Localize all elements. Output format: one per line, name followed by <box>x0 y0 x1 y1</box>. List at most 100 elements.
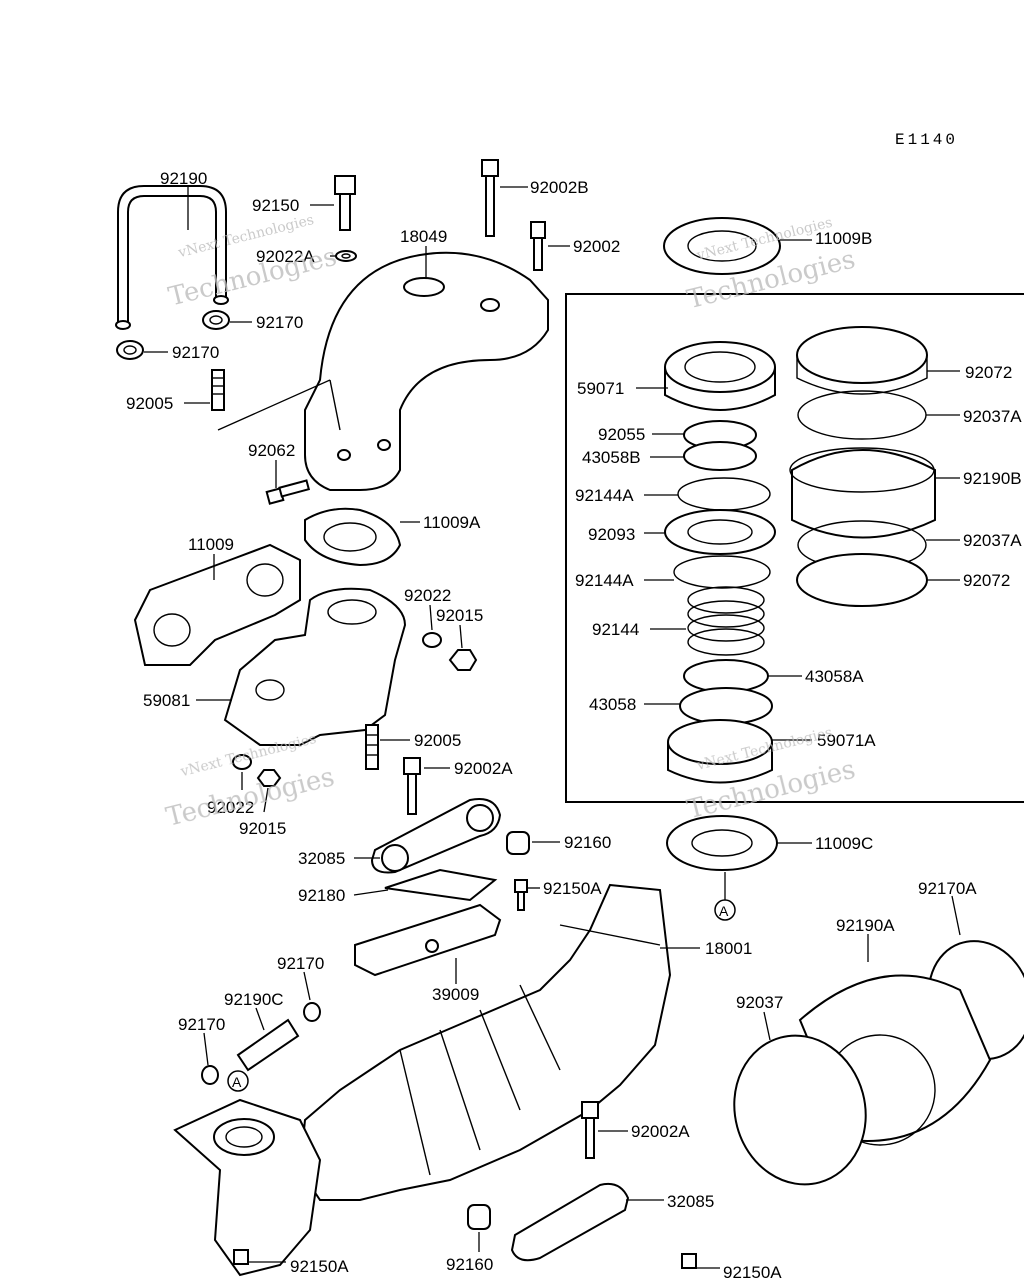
gasket-11009C <box>666 815 778 871</box>
label-92190B: 92190B <box>963 469 1022 488</box>
bolt-92150A-bottom-right <box>681 1253 697 1269</box>
label-92072-a: 92072 <box>965 363 1012 382</box>
label-32085-bottom: 32085 <box>667 1192 714 1211</box>
link-32085-top <box>370 798 502 874</box>
label-59071A: 59071A <box>817 731 876 750</box>
stack-59071 <box>664 341 776 411</box>
label-92037: 92037 <box>736 993 783 1012</box>
bolt-92062 <box>265 479 311 505</box>
label-92150A-bottom-right: 92150A <box>723 1263 782 1280</box>
clamp-92170-a <box>202 310 230 330</box>
label-18049: 18049 <box>400 227 447 246</box>
label-92190A: 92190A <box>836 916 895 935</box>
bolt-92150A-mid <box>514 879 528 911</box>
label-92150A-mid: 92150A <box>543 879 602 898</box>
clamp-92170-b <box>116 340 144 360</box>
gasket-11009A <box>304 507 402 567</box>
bushing-92160-bottom <box>467 1204 491 1230</box>
label-92005-mid: 92005 <box>414 731 461 750</box>
clamp-92170-c <box>303 1002 321 1022</box>
label-59081: 59081 <box>143 691 190 710</box>
hose-92190C <box>236 1018 300 1072</box>
label-11009A: 11009A <box>423 513 481 532</box>
ring-92144A-b <box>673 555 771 589</box>
label-92180: 92180 <box>298 886 345 905</box>
label-92015-a: 92015 <box>436 606 483 625</box>
label-43058A: 43058A <box>805 667 864 686</box>
leader-lines <box>144 186 961 1269</box>
label-43058: 43058 <box>589 695 636 714</box>
washer-92022-a <box>422 632 442 648</box>
label-92022-a: 92022 <box>404 586 451 605</box>
reference-marker-a-left: A <box>227 1070 249 1092</box>
nut-92015-b <box>256 769 282 787</box>
clamp-92072-b <box>796 553 928 607</box>
assembly-box <box>565 293 1024 803</box>
label-92015-b: 92015 <box>239 819 286 838</box>
clamp-92037 <box>733 1034 867 1186</box>
reference-marker-a-right-label: A <box>719 903 729 919</box>
label-92002: 92002 <box>573 237 620 256</box>
label-11009B: 11009B <box>815 229 872 248</box>
stack-59071A <box>667 719 773 784</box>
exhaust-pipe-18049 <box>304 251 549 491</box>
label-92150-top: 92150 <box>252 196 299 215</box>
fitting-92005-mid <box>365 724 379 770</box>
label-92072-b: 92072 <box>963 571 1010 590</box>
label-32085-top: 32085 <box>298 849 345 868</box>
label-92170-a: 92170 <box>256 313 303 332</box>
gasket-11009 <box>133 543 301 666</box>
seal-92093 <box>664 509 776 555</box>
label-59071: 59071 <box>577 379 624 398</box>
clamp-92170-d <box>201 1065 219 1085</box>
link-32085-bottom <box>510 1182 630 1262</box>
label-92037A-a: 92037A <box>963 407 1022 426</box>
nut-92015-a <box>448 649 478 671</box>
label-92005-top: 92005 <box>126 394 173 413</box>
part-labels: 92190 92150 92022A 92170 92170 92005 920… <box>126 169 1022 1280</box>
elbow-pipe <box>173 1098 322 1277</box>
hose-92190 <box>115 185 229 330</box>
bracket-39009 <box>354 903 502 977</box>
clamp-92037A-a <box>797 390 927 440</box>
bolt-92150 <box>334 175 357 262</box>
label-92144A-a: 92144A <box>575 486 634 505</box>
exhaust-pipe-18001 <box>298 883 672 1201</box>
plate-92180 <box>384 868 498 902</box>
reference-marker-a-right: A <box>714 899 736 921</box>
label-39009: 39009 <box>432 985 479 1004</box>
gasket-11009B <box>663 217 781 275</box>
label-92055: 92055 <box>598 425 645 444</box>
label-92160-top: 92160 <box>564 833 611 852</box>
ring-43058 <box>679 687 773 725</box>
label-11009: 11009 <box>188 535 234 554</box>
label-92002A-bottom: 92002A <box>631 1122 690 1141</box>
label-92002B: 92002B <box>530 178 589 197</box>
ring-43058B <box>683 441 757 471</box>
washer-92022-b <box>232 754 252 770</box>
bolt-92002 <box>530 221 546 271</box>
clamp-92072-a <box>796 326 928 395</box>
label-92144A-b: 92144A <box>575 571 634 590</box>
label-92002A-top: 92002A <box>454 759 513 778</box>
label-18001: 18001 <box>705 939 752 958</box>
bolt-92002B <box>481 159 499 237</box>
bolt-92150A-bottom-left <box>233 1249 249 1265</box>
bolt-92002A-bottom <box>581 1101 599 1159</box>
label-92093: 92093 <box>588 525 635 544</box>
ring-92144A-a <box>677 477 771 511</box>
label-11009C: 11009C <box>815 834 873 853</box>
bushing-92160-top <box>506 831 530 855</box>
label-92190C: 92190C <box>224 990 284 1009</box>
label-92037A-b: 92037A <box>963 531 1022 550</box>
label-43058B: 43058B <box>582 448 641 467</box>
spring-92144 <box>687 586 765 656</box>
reference-marker-a-left-label: A <box>232 1074 242 1090</box>
label-92170-c: 92170 <box>277 954 324 973</box>
boot-92190B <box>789 447 936 539</box>
label-92022A: 92022A <box>256 247 315 266</box>
label-92062: 92062 <box>248 441 295 460</box>
label-92022-b: 92022 <box>207 798 254 817</box>
manifold-59081 <box>223 587 407 746</box>
